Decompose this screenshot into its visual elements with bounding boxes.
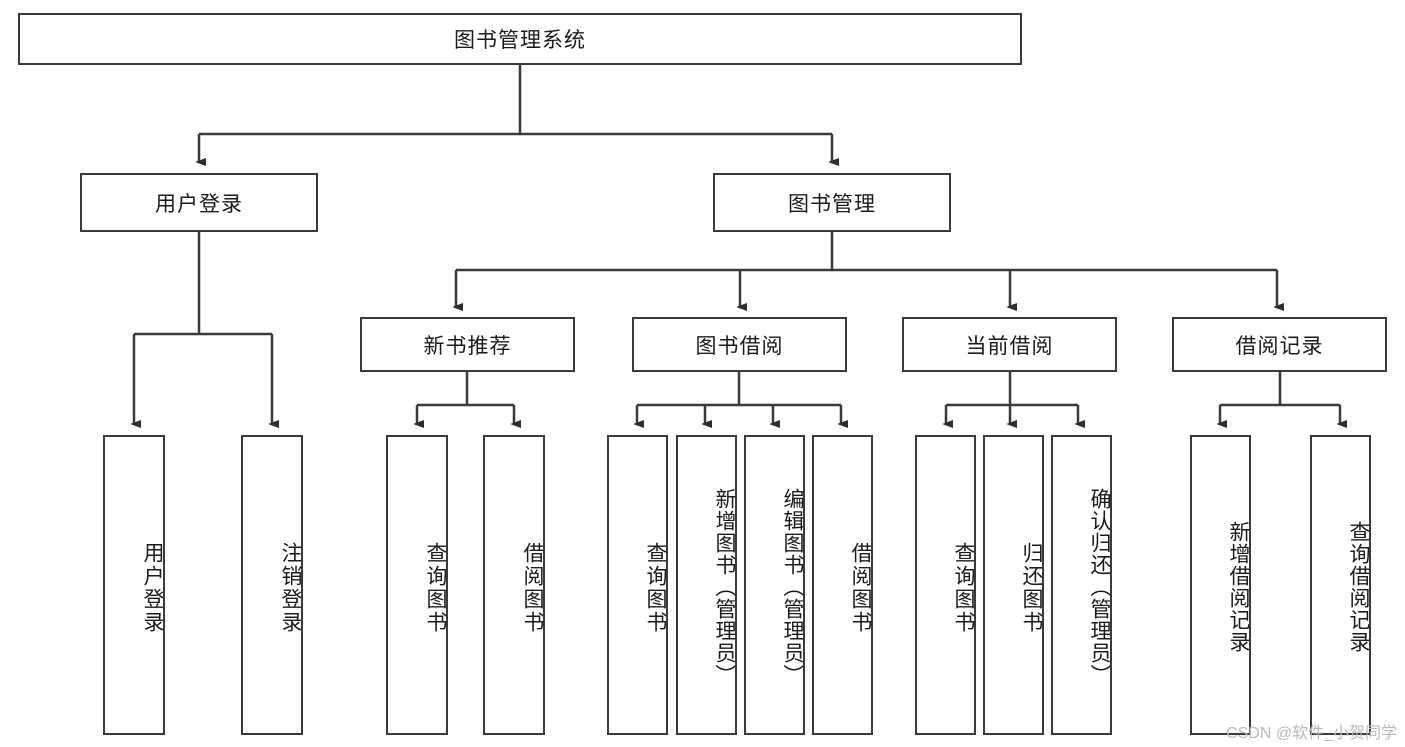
leaf-label: 确认归还（管理员） <box>1088 488 1111 686</box>
leaf-label: 新增借阅记录 <box>1227 521 1250 653</box>
leaf-current-return-book[interactable]: 归还图书 <box>983 435 1044 735</box>
leaf-recommend-borrow-book[interactable]: 借阅图书 <box>483 435 545 735</box>
leaf-records-query-record[interactable]: 查询借阅记录 <box>1310 435 1371 735</box>
leaf-label: 借阅图书 <box>521 542 544 634</box>
leaf-borrow-edit-book-admin[interactable]: 编辑图书（管理员） <box>744 435 805 735</box>
leaf-user-login-signin[interactable]: 用户登录 <box>103 435 165 735</box>
leaf-user-login-signout[interactable]: 注销登录 <box>241 435 303 735</box>
node-current-borrow-label: 当前借阅 <box>965 334 1054 358</box>
node-book-borrow-label: 图书借阅 <box>695 334 784 358</box>
node-borrow-records[interactable]: 借阅记录 <box>1172 317 1387 372</box>
leaf-label: 查询图书 <box>644 542 667 634</box>
leaf-records-add-record[interactable]: 新增借阅记录 <box>1190 435 1251 735</box>
node-borrow-records-label: 借阅记录 <box>1235 334 1324 358</box>
leaf-label: 查询借阅记录 <box>1347 521 1370 653</box>
leaf-borrow-borrow-book[interactable]: 借阅图书 <box>812 435 873 735</box>
node-root-label: 图书管理系统 <box>454 29 586 52</box>
leaf-borrow-query-book[interactable]: 查询图书 <box>607 435 668 735</box>
leaf-label: 用户登录 <box>141 542 164 634</box>
node-user-login-label: 用户登录 <box>155 192 243 216</box>
leaf-label: 查询图书 <box>424 542 447 634</box>
csdn-watermark: CSDN @软件_小贺同学 <box>1226 725 1397 742</box>
node-root[interactable]: 图书管理系统 <box>18 13 1022 65</box>
node-book-management-label: 图书管理 <box>788 192 876 216</box>
leaf-current-confirm-return-admin[interactable]: 确认归还（管理员） <box>1051 435 1112 735</box>
leaf-label: 新增图书（管理员） <box>713 488 736 686</box>
leaf-current-query-book[interactable]: 查询图书 <box>915 435 976 735</box>
leaf-label: 查询图书 <box>952 542 975 634</box>
node-book-management[interactable]: 图书管理 <box>713 173 951 232</box>
node-new-book-recommend-label: 新书推荐 <box>423 334 512 358</box>
leaf-label: 借阅图书 <box>849 542 872 634</box>
leaf-label: 编辑图书（管理员） <box>781 488 804 686</box>
node-user-login[interactable]: 用户登录 <box>80 173 318 232</box>
node-current-borrow[interactable]: 当前借阅 <box>902 317 1117 372</box>
node-new-book-recommend[interactable]: 新书推荐 <box>360 317 575 372</box>
leaf-label: 注销登录 <box>279 542 302 634</box>
leaf-borrow-add-book-admin[interactable]: 新增图书（管理员） <box>676 435 737 735</box>
leaf-label: 归还图书 <box>1020 542 1043 634</box>
leaf-recommend-query-book[interactable]: 查询图书 <box>386 435 448 735</box>
node-book-borrow[interactable]: 图书借阅 <box>632 317 847 372</box>
